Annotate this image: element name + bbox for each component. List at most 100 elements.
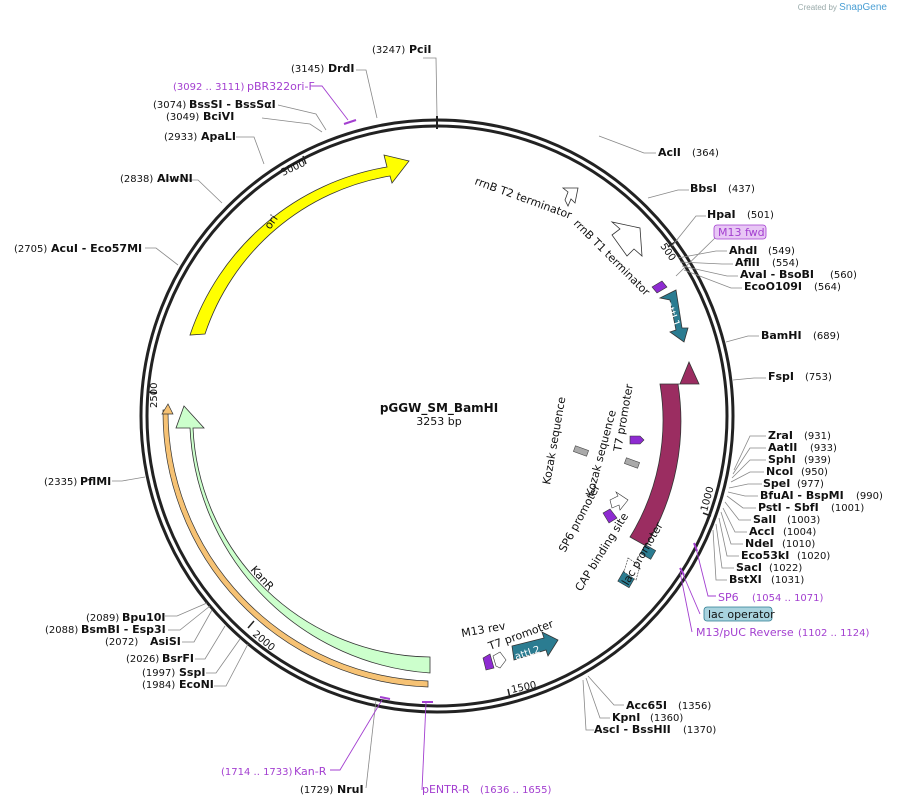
- acli-pos: (364): [692, 148, 719, 159]
- bamhi-pos: (689): [813, 331, 840, 342]
- ahdi-site: AhdI: [729, 244, 757, 257]
- ncoi-pos: (950): [801, 467, 828, 478]
- position-ticks: [148, 155, 712, 699]
- kozak-sequence-marker-1: [573, 445, 589, 457]
- ori-feature-arrow: [189, 154, 410, 336]
- acli-site: AclI: [658, 146, 681, 159]
- drdi-pos: (3145): [291, 64, 324, 75]
- apali-pos: (2933): [164, 132, 197, 143]
- ecoo109i-pos: (564): [814, 282, 841, 293]
- aatii-site: AatII: [768, 441, 797, 454]
- bpu10i-site: Bpu10I: [122, 611, 166, 624]
- acc65i-pos: (1356): [678, 701, 711, 712]
- sp6-promoter-label: SP6 promoter: [556, 482, 603, 555]
- kanr-primer-label: Kan-R: [294, 765, 327, 778]
- sp6-primer-range: (1054 .. 1071): [752, 593, 824, 604]
- pcii-pos: (3247): [372, 45, 405, 56]
- rrnb-t1-terminator-label: rrnB T1 terminator: [571, 217, 653, 299]
- sp6-promoter-primer-arrow: [602, 508, 618, 524]
- econi-pos: (1984): [142, 680, 175, 691]
- primer-ticks: [343, 119, 698, 703]
- saci-pos: (1022): [769, 563, 802, 574]
- bamhi-site: BamHI: [761, 329, 802, 342]
- bfuai-pos: (990): [856, 491, 883, 502]
- zrai-site: ZraI: [768, 429, 793, 442]
- pflmi-pos: (2335): [44, 477, 77, 488]
- lacza-feature-label: lacZα: [679, 445, 692, 476]
- kanr-primer-range: (1714 .. 1733): [221, 767, 293, 778]
- m13fwd-label-box: [713, 224, 767, 240]
- bbsi-site: BbsI: [690, 182, 717, 195]
- t7-promoter-bottom-arrow: [492, 651, 507, 669]
- pbr322ori-primer-label: pBR322ori-F: [247, 80, 315, 93]
- eco53ki-site: Eco53kI: [741, 549, 789, 562]
- rrnb-t2-terminator-arrow: [561, 187, 579, 207]
- m13fwd-leader: [675, 237, 716, 277]
- psti-pos: (1001): [831, 503, 864, 514]
- sali-site: SalI: [753, 513, 776, 526]
- m13puc-primer-label: M13/pUC Reverse: [696, 626, 794, 639]
- tick-label-2500: 2500: [149, 383, 160, 408]
- ecoo109i-site: EcoO109I: [744, 280, 802, 293]
- bsssi-pos: (3074): [153, 100, 186, 111]
- bsrfi-site: BsrFI: [162, 652, 194, 665]
- pflmi-site: PflMI: [80, 475, 111, 488]
- lac-promoter-arrow: [623, 557, 641, 581]
- m13-rev-primer-arrow: [482, 653, 495, 671]
- avai-site: AvaI - BsoBI: [740, 268, 814, 281]
- sp6-promoter-arrow: [609, 491, 629, 511]
- tick-label-500: 500: [658, 241, 678, 263]
- zrai-pos: (931): [804, 431, 831, 442]
- kpni-site: KpnI: [612, 711, 640, 724]
- attl1-feature-arrow: [658, 289, 689, 343]
- site-leader-lines: [112, 57, 766, 789]
- acui-pos: (2705): [14, 244, 47, 255]
- bcivi-pos: (3049): [166, 112, 199, 123]
- sphi-pos: (939): [804, 455, 831, 466]
- bsrfi-pos: (2026): [126, 654, 159, 665]
- acci-site: AccI: [749, 525, 775, 538]
- m13puc-primer-range: (1102 .. 1124): [798, 628, 870, 639]
- nrui-site: NruI: [337, 783, 364, 796]
- hpai-pos: (501): [747, 210, 774, 221]
- m13fwd-primer-label: M13 fwd: [718, 226, 765, 239]
- alwni-pos: (2838): [120, 174, 153, 185]
- nrui-pos: (1729): [300, 785, 333, 796]
- asisi-site: AsiSI: [150, 635, 181, 648]
- plasmid-name: pGGW_SM_BamHI: [380, 401, 498, 416]
- sspi-pos: (1997): [142, 668, 175, 679]
- sali-pos: (1003): [787, 515, 820, 526]
- aflii-site: AflII: [735, 256, 760, 269]
- fspi-site: FspI: [768, 370, 794, 383]
- bsssi-site: BssSI - BssSαI: [189, 98, 276, 111]
- sphi-site: SphI: [768, 453, 796, 466]
- bstxi-pos: (1031): [771, 575, 804, 586]
- bstxi-site: BstXI: [729, 573, 762, 586]
- rrnb-t1-terminator-arrow: [610, 221, 643, 257]
- kanr-primer-arrowhead: [161, 403, 174, 415]
- primer-site-marker-attl1: [651, 280, 668, 294]
- sspi-site: SspI: [179, 666, 205, 679]
- bfuai-site: BfuAI - BspMI: [760, 489, 844, 502]
- bcivi-site: BciVI: [203, 110, 234, 123]
- kozak-sequence-marker-2: [624, 457, 640, 469]
- apali-site: ApaLI: [201, 130, 236, 143]
- psti-site: PstI - SbfI: [758, 501, 819, 514]
- aflii-pos: (554): [772, 258, 799, 269]
- ndei-site: NdeI: [745, 537, 774, 550]
- kozak-sequence-label-2: Kozak sequence: [583, 408, 619, 497]
- spei-pos: (977): [797, 479, 824, 490]
- avai-pos: (560): [830, 270, 857, 281]
- rrnb-t2-terminator-label: rrnB T2 terminator: [473, 175, 574, 222]
- t7-promoter-top-arrow: [629, 435, 645, 445]
- pentr-primer-label: pENTR-R: [422, 783, 470, 796]
- acci-pos: (1004): [783, 527, 816, 538]
- bsmbi-pos: (2088): [45, 625, 78, 636]
- tick-label-1500: 1500: [510, 680, 537, 696]
- lac-operator-label-box: [703, 606, 773, 622]
- aatii-pos: (933): [810, 443, 837, 454]
- pcii-site: PciI: [409, 43, 431, 56]
- econi-site: EcoNI: [179, 678, 214, 691]
- primer-leader-lines: [312, 85, 716, 791]
- fspi-pos: (753): [805, 372, 832, 383]
